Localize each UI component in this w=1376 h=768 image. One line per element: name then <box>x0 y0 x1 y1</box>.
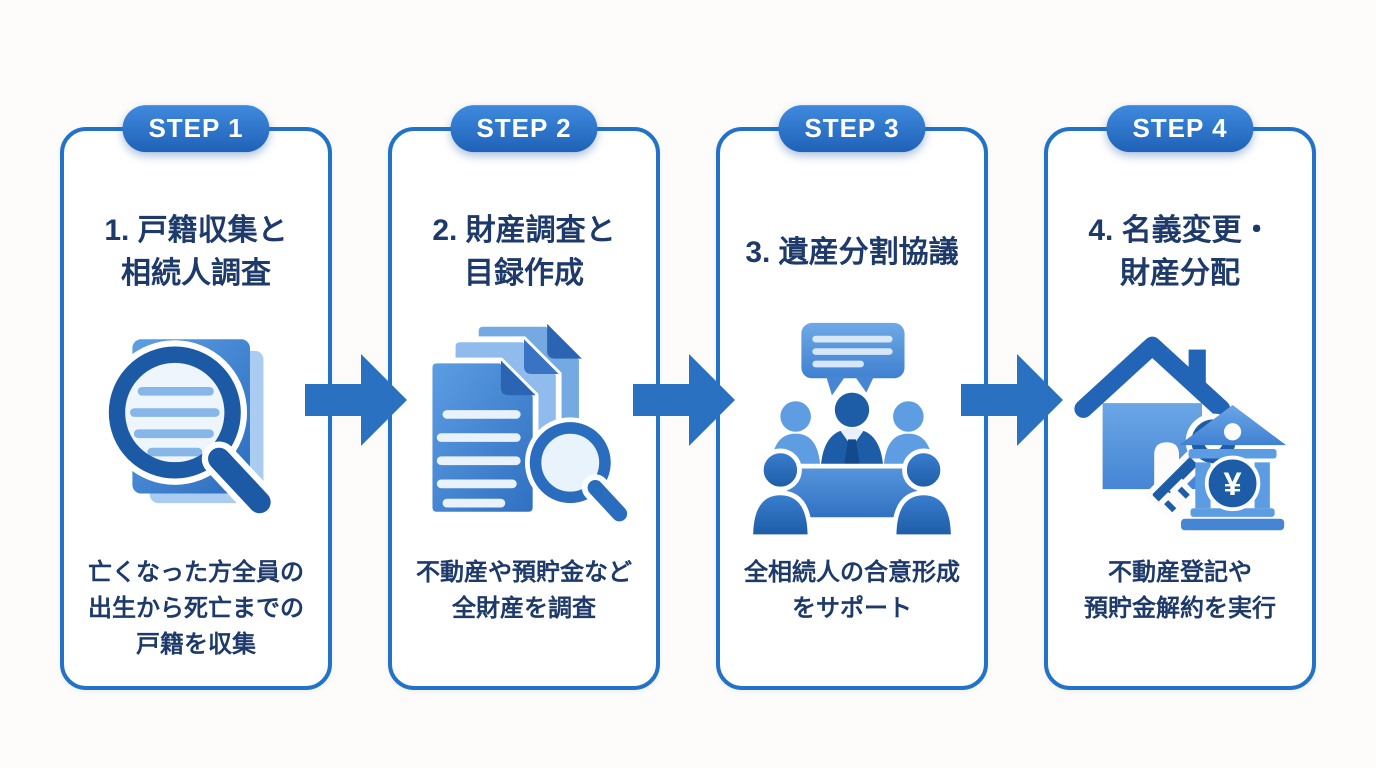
document-magnifier-icon <box>102 338 276 519</box>
step-title-4: 4. 名義変更・ 財産分配 <box>1088 214 1272 290</box>
step-badge-1: STEP 1 <box>122 105 270 153</box>
step-iconbox-4: ¥ <box>1048 309 1312 544</box>
magnifier-handle <box>587 479 628 521</box>
step-title-3: 3. 遺産分割協議 <box>745 235 959 269</box>
magnified-text-lines <box>129 386 220 456</box>
magnifier-handle <box>208 447 271 513</box>
right-arrow-icon <box>305 354 407 446</box>
front-right-attendee <box>891 447 956 538</box>
bank-icon: ¥ <box>1179 404 1287 530</box>
document-text-lines <box>436 409 521 507</box>
yen-circle-icon <box>1204 455 1261 511</box>
step-badge-4: STEP 4 <box>1106 105 1254 153</box>
yen-symbol: ¥ <box>1224 465 1242 501</box>
step-iconbox-3 <box>720 309 984 544</box>
step-title-2: 2. 財産調査と 目録作成 <box>432 214 616 290</box>
step-title-1: 1. 戸籍収集と 相続人調査 <box>104 214 288 290</box>
step-description-3: 全相続人の合意形成 をサポート <box>744 559 960 622</box>
magnifier-ring <box>108 346 241 479</box>
step-description-4: 不動産登記や 預貯金解約を実行 <box>1084 559 1276 622</box>
documents-stack-magnifier-icon <box>426 320 630 526</box>
step-card-3: STEP 3 3. 遺産分割協議 <box>716 105 988 690</box>
step-card-4: STEP 4 4. 名義変更・ 財産分配 <box>1044 105 1316 690</box>
right-arrow-icon <box>961 354 1063 446</box>
front-left-attendee <box>748 447 813 538</box>
front-document <box>426 357 539 518</box>
right-arrow-icon <box>633 354 735 446</box>
meeting-discussion-icon <box>748 322 956 538</box>
step-description-1: 亡くなった方全員の 出生から死亡までの 戸籍を収集 <box>88 559 304 658</box>
step-description-2: 不動産や預貯金など 全財産を調査 <box>416 559 632 622</box>
step-badge-3: STEP 3 <box>778 105 926 153</box>
step-card-2: STEP 2 2. 財産調査と 目録作成 <box>388 105 660 690</box>
step-iconbox-2 <box>392 309 656 544</box>
center-attendee <box>820 392 884 476</box>
step-card-1: STEP 1 1. 戸籍収集と 相続人調査 <box>60 105 332 690</box>
house-key-bank-icon: ¥ <box>1074 336 1287 530</box>
speech-bubble-icon <box>801 322 905 395</box>
step-badge-2: STEP 2 <box>450 105 598 153</box>
step-iconbox-1 <box>64 309 328 544</box>
